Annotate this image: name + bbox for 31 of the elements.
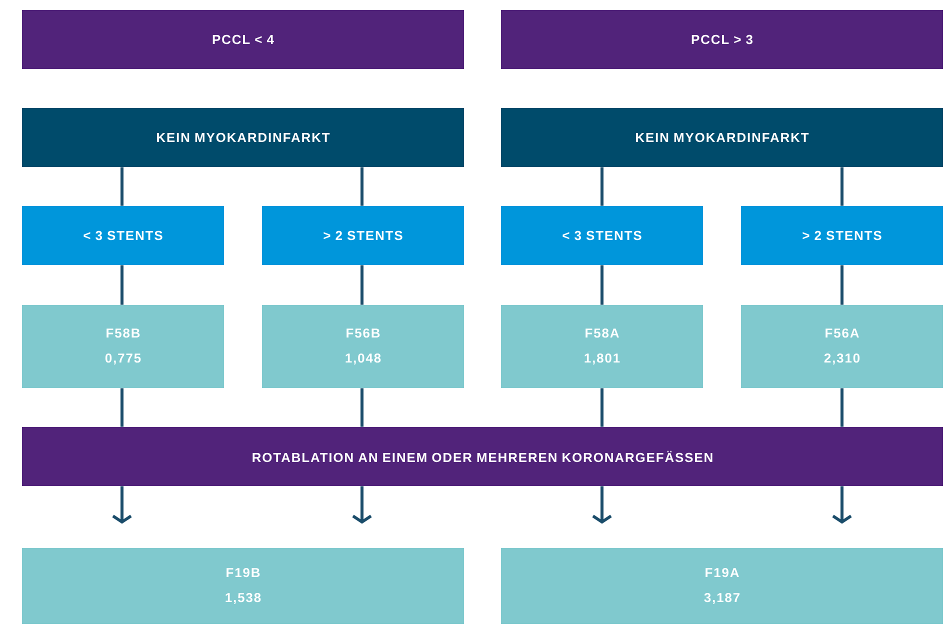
connector-line [600,167,604,206]
arrow [112,486,132,524]
connector-line [600,265,604,305]
result-box: F56B 1,048 [262,305,464,388]
stent-count-box: < 3 STENTS [501,206,703,265]
condition-box: KEIN MYOKARDINFARKT [22,108,464,167]
connector-line [120,167,124,206]
stent-count-box: > 2 STENTS [741,206,943,265]
stent-count-box: < 3 STENTS [22,206,224,265]
arrow [592,486,612,524]
result-box: F56A 2,310 [741,305,943,388]
group-header: PCCL > 3 [501,10,943,69]
connector-line [840,167,844,206]
stent-count-box: > 2 STENTS [262,206,464,265]
procedure-band: ROTABLATION AN EINEM ODER MEHREREN KORONARGEFÄSSEN [22,427,943,486]
connector-line [360,167,364,206]
connector-line [840,388,844,427]
connector-line [120,388,124,427]
result-box: F19A 3,187 [501,548,943,624]
connector-line [360,388,364,427]
arrow [352,486,372,524]
connector-line [360,265,364,305]
connector-line [120,265,124,305]
condition-box: KEIN MYOKARDINFARKT [501,108,943,167]
group-header: PCCL < 4 [22,10,464,69]
connector-line [840,265,844,305]
arrow [832,486,852,524]
result-box: F19B 1,538 [22,548,464,624]
result-box: F58B 0,775 [22,305,224,388]
connector-line [600,388,604,427]
result-box: F58A 1,801 [501,305,703,388]
